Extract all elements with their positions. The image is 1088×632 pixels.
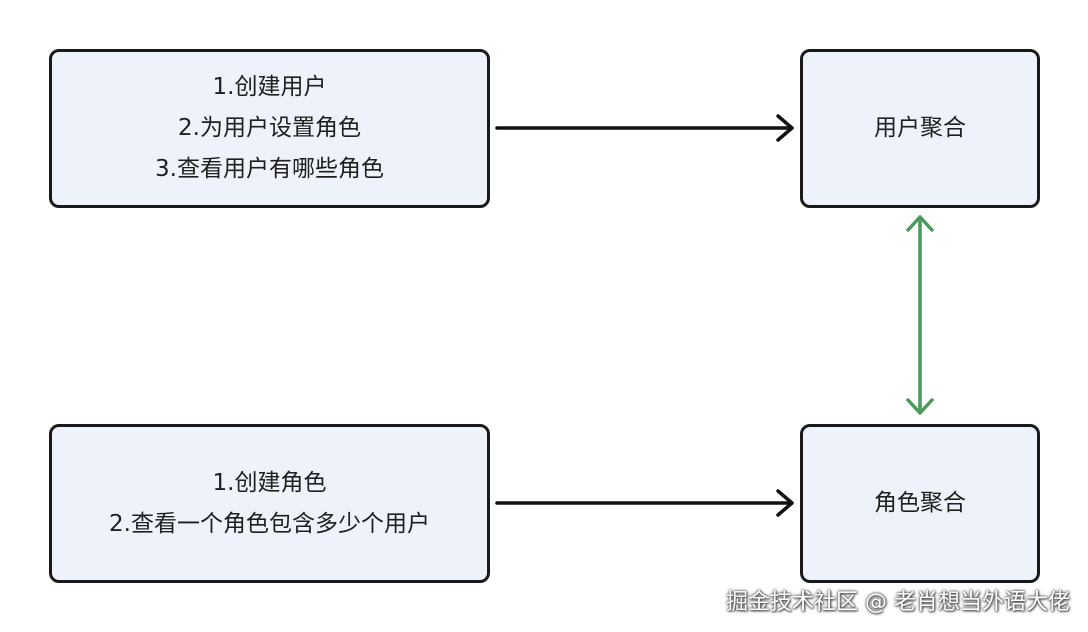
role-aggregate-box: 角色聚合 [800,424,1040,583]
arrow-role-ops-to-role-aggregate [495,489,794,517]
role-aggregate-label: 角色聚合 [874,490,966,516]
role-operations-box: 1.创建角色 2.查看一个角色包含多少个用户 [49,424,490,583]
role-ops-line-1: 1.创建角色 [212,469,327,496]
arrow-aggregate-bidirectional [906,215,934,415]
role-ops-line-2: 2.查看一个角色包含多少个用户 [109,510,430,537]
user-operations-box: 1.创建用户 2.为用户设置角色 3.查看用户有哪些角色 [49,49,490,208]
watermark: 掘金技术社区 @ 老肖想当外语大佬 [726,590,1070,615]
arrow-user-ops-to-user-aggregate [495,114,794,142]
user-aggregate-label: 用户聚合 [874,115,966,141]
user-ops-line-1: 1.创建用户 [212,74,327,100]
user-ops-line-2: 2.为用户设置角色 [178,115,361,141]
user-aggregate-box: 用户聚合 [800,49,1040,208]
user-ops-line-3: 3.查看用户有哪些角色 [155,156,384,182]
